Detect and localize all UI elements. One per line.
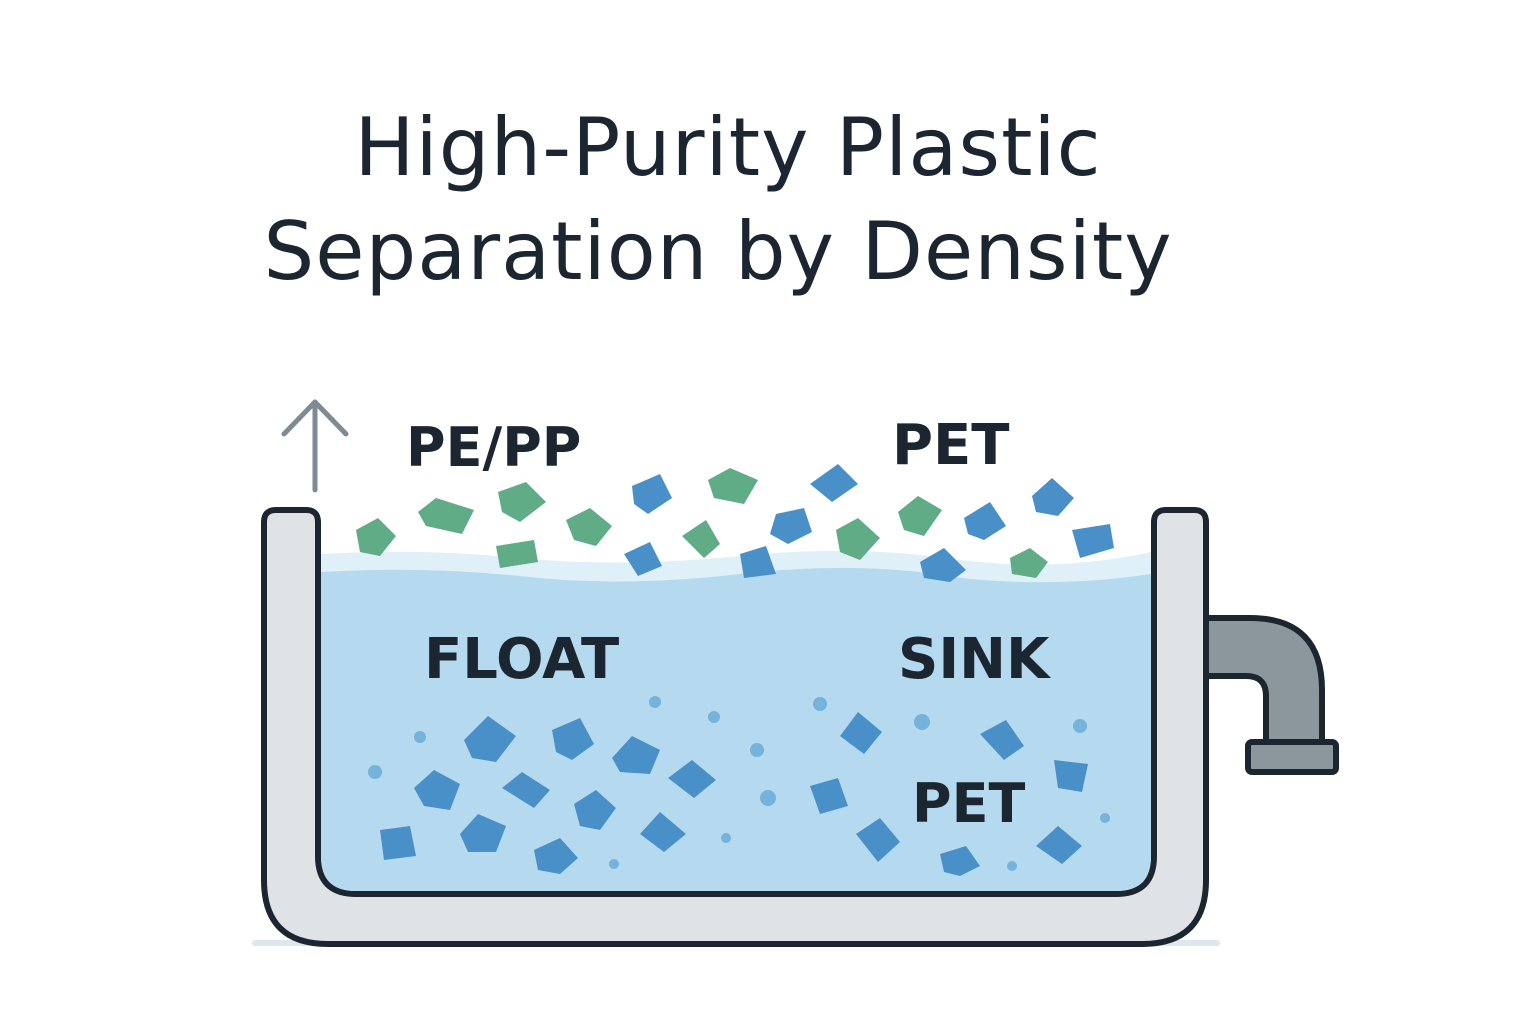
blue-flake [1036, 826, 1082, 864]
bubbles [368, 696, 1110, 871]
blue-flake [810, 778, 848, 814]
blue-flake [856, 818, 900, 862]
blue-flake [640, 812, 686, 852]
blue-flake [574, 790, 616, 830]
blue-flake [414, 770, 460, 810]
title-line-1: High-Purity Plastic [354, 101, 1102, 194]
water-body [321, 562, 1151, 891]
blue-flake [502, 772, 550, 808]
label-float: FLOAT [424, 627, 619, 692]
blue-flake [920, 548, 966, 582]
blue-flake [552, 718, 594, 760]
blue-flake [464, 716, 516, 762]
green-flake [496, 540, 538, 568]
green-flake [418, 498, 474, 534]
label-pet-bottom: PET [912, 772, 1025, 835]
blue-flake [1032, 478, 1074, 516]
blue-flake [380, 826, 416, 860]
green-flake [566, 508, 612, 546]
blue-flake [840, 712, 882, 754]
blue-flake [612, 736, 660, 774]
blue-flake [980, 720, 1024, 760]
green-flake [498, 482, 546, 522]
tank-wall [261, 507, 1209, 947]
green-flake [898, 496, 942, 536]
blue-flake [534, 838, 578, 874]
up-arrow-icon [281, 399, 349, 493]
blue-flake [940, 846, 980, 876]
title-line-2: Separation by Density [263, 205, 1173, 298]
blue-flake [632, 474, 672, 514]
outlet-pipe-icon [1201, 615, 1339, 775]
green-flake [836, 518, 880, 560]
sinking-flakes [380, 712, 1088, 876]
label-pet-top: PET [892, 413, 1010, 478]
blue-flake [624, 542, 662, 576]
blue-flake [810, 464, 858, 502]
blue-flake [964, 502, 1006, 540]
green-flake [708, 468, 758, 504]
green-flake [1010, 548, 1048, 578]
blue-flake [668, 760, 716, 798]
green-flake [356, 518, 396, 556]
blue-flake [1072, 524, 1114, 558]
blue-flake [460, 814, 506, 852]
label-sink: SINK [898, 627, 1052, 692]
floating-flakes [356, 464, 1114, 582]
label-pe-pp: PE/PP [406, 416, 581, 479]
blue-flake [740, 546, 776, 578]
blue-flake [770, 508, 812, 544]
green-flake [682, 520, 720, 558]
blue-flake [1054, 760, 1088, 792]
